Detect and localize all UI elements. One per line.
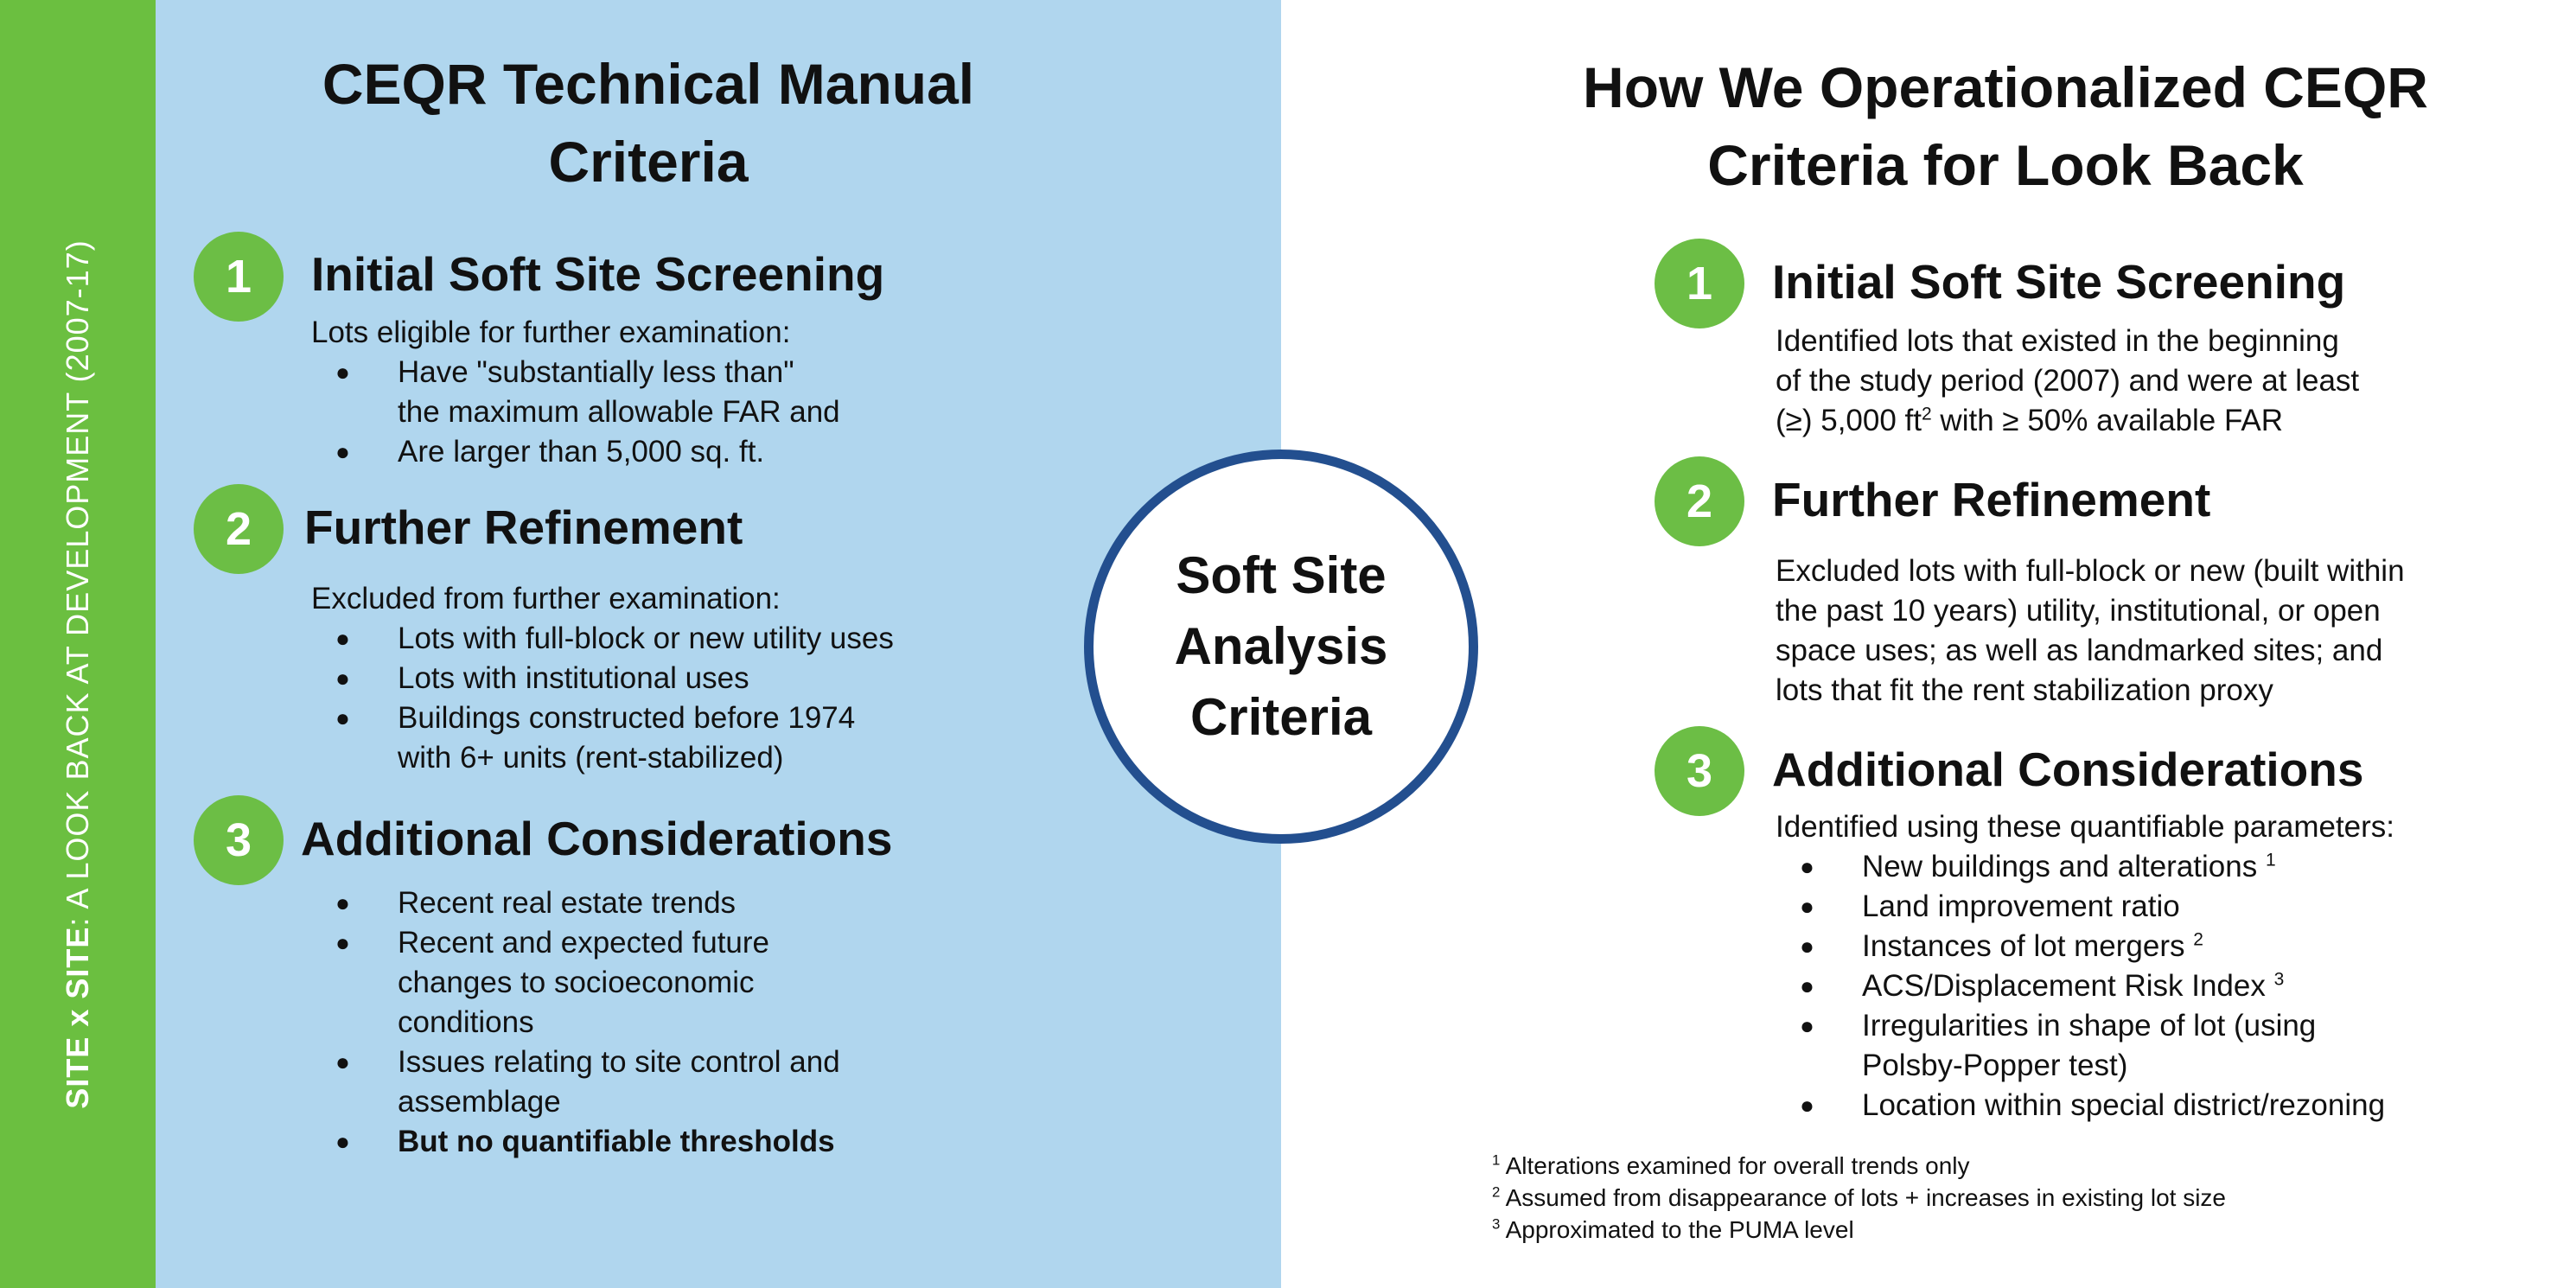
- right-title-line-1: How We Operationalized CEQR: [1583, 55, 2428, 119]
- right-step-1-line-2: of the study period (2007) and were at l…: [1776, 364, 2360, 398]
- right-step-3-heading: Additional Considerations: [1772, 743, 2364, 796]
- list-item-line: Have "substantially less than": [398, 355, 794, 389]
- left-step-1-list: Have "substantially less than" the maxim…: [311, 353, 840, 472]
- right-step-1-line-3: (≥) 5,000 ft2 with ≥ 50% available FAR: [1776, 404, 2284, 437]
- center-line-1: Soft Site: [1176, 546, 1387, 604]
- list-item: Land improvement ratio: [1776, 887, 2394, 927]
- list-item-line: Recent real estate trends: [398, 886, 736, 920]
- list-item-line: conditions: [398, 1005, 534, 1039]
- sidebar-label-rest: : A LOOK BACK AT DEVELOPMENT (2007-17): [60, 239, 95, 927]
- list-item-line: Are larger than 5,000 sq. ft.: [398, 435, 765, 469]
- right-step-1-line-1: Identified lots that existed in the begi…: [1776, 324, 2339, 358]
- list-item: But no quantifiable thresholds: [311, 1122, 840, 1162]
- list-item: Instances of lot mergers 2: [1776, 927, 2394, 966]
- left-step-2-heading: Further Refinement: [304, 501, 743, 554]
- left-step-2-list: Lots with full-block or new utility uses…: [311, 619, 894, 778]
- left-title-line-2: Criteria: [548, 130, 749, 194]
- list-item: Have "substantially less than" the maxim…: [311, 353, 840, 432]
- right-step-2-number: 2: [1655, 456, 1744, 546]
- right-step-3-intro: Identified using these quantifiable para…: [1776, 810, 2395, 844]
- left-step-1-number: 1: [194, 232, 284, 322]
- footnote: 1 Alterations examined for overall trend…: [1492, 1151, 1970, 1179]
- footnote: 3 Approximated to the PUMA level: [1492, 1215, 1854, 1243]
- right-step-2-line-4: lots that fit the rent stabilization pro…: [1776, 673, 2273, 707]
- list-item-line: Polsby-Popper test): [1862, 1049, 2128, 1082]
- list-item-line: Issues relating to site control and: [398, 1045, 840, 1079]
- left-step-2-number: 2: [194, 484, 284, 574]
- left-step-3-list: Recent real estate trends Recent and exp…: [311, 883, 840, 1162]
- list-item-line: ACS/Displacement Risk Index 3: [1862, 969, 2285, 1003]
- footnotes: 1 Alterations examined for overall trend…: [1492, 1150, 2226, 1246]
- left-step-1-heading: Initial Soft Site Screening: [311, 247, 885, 301]
- center-line-2: Analysis: [1174, 617, 1388, 675]
- list-item-line: with 6+ units (rent-stabilized): [398, 741, 784, 775]
- list-item: New buildings and alterations 1: [1776, 847, 2394, 887]
- list-item: Location within special district/rezonin…: [1776, 1086, 2394, 1125]
- sidebar-strip: SITE x SITE: A LOOK BACK AT DEVELOPMENT …: [0, 0, 156, 1288]
- right-step-3-list: New buildings and alterations 1 Land imp…: [1776, 847, 2394, 1125]
- list-item-line: the maximum allowable FAR and: [398, 395, 840, 429]
- right-step-1-number: 1: [1655, 239, 1744, 328]
- list-item-line: Lots with institutional uses: [398, 661, 749, 695]
- list-item: Issues relating to site control and asse…: [311, 1043, 840, 1122]
- right-step-2-heading: Further Refinement: [1772, 473, 2211, 526]
- right-step-2-line-1: Excluded lots with full-block or new (bu…: [1776, 554, 2405, 588]
- list-item: Recent and expected future changes to so…: [311, 923, 840, 1043]
- left-title-line-1: CEQR Technical Manual: [322, 52, 975, 116]
- list-item: Lots with institutional uses: [311, 659, 894, 698]
- left-step-2-body: Excluded from further examination: Lots …: [311, 579, 894, 778]
- list-item-line: Instances of lot mergers 2: [1862, 929, 2203, 963]
- list-item-line: assemblage: [398, 1085, 561, 1119]
- right-title: How We Operationalized CEQR Criteria for…: [1539, 48, 2472, 204]
- list-item: ACS/Displacement Risk Index 3: [1776, 966, 2394, 1006]
- footnote: 2 Assumed from disappearance of lots + i…: [1492, 1183, 2226, 1211]
- list-item-line: Location within special district/rezonin…: [1862, 1088, 2386, 1122]
- left-title: CEQR Technical Manual Criteria: [225, 45, 1072, 201]
- list-item-line: New buildings and alterations 1: [1862, 850, 2276, 883]
- right-title-line-2: Criteria for Look Back: [1707, 133, 2304, 197]
- list-item: Buildings constructed before 1974 with 6…: [311, 698, 894, 778]
- list-item: Lots with full-block or new utility uses: [311, 619, 894, 659]
- left-step-1-intro: Lots eligible for further examination:: [311, 316, 791, 349]
- sidebar-label-bold: SITE x SITE: [60, 926, 95, 1109]
- right-step-2-line-3: space uses; as well as landmarked sites;…: [1776, 634, 2383, 667]
- list-item-line: Irregularities in shape of lot (using: [1862, 1009, 2317, 1043]
- list-item: Are larger than 5,000 sq. ft.: [311, 432, 840, 472]
- right-step-2-body: Excluded lots with full-block or new (bu…: [1776, 552, 2405, 711]
- center-circle: Soft Site Analysis Criteria: [1084, 450, 1478, 844]
- center-line-3: Criteria: [1189, 688, 1373, 746]
- list-item-line: Recent and expected future: [398, 926, 770, 960]
- list-item-line: Lots with full-block or new utility uses: [398, 622, 894, 655]
- right-step-2-line-2: the past 10 years) utility, institutiona…: [1776, 594, 2381, 628]
- list-item: Recent real estate trends: [311, 883, 840, 923]
- left-step-2-intro: Excluded from further examination:: [311, 582, 781, 615]
- right-step-1-body: Identified lots that existed in the begi…: [1776, 322, 2359, 441]
- left-step-3-heading: Additional Considerations: [301, 812, 893, 865]
- sidebar-label: SITE x SITE: A LOOK BACK AT DEVELOPMENT …: [60, 239, 96, 1108]
- list-item-line: Buildings constructed before 1974: [398, 701, 856, 735]
- right-step-3-body: Identified using these quantifiable para…: [1776, 807, 2394, 1125]
- right-step-1-heading: Initial Soft Site Screening: [1772, 255, 2346, 309]
- left-step-3-body: Recent real estate trends Recent and exp…: [311, 883, 840, 1162]
- list-item-line: Land improvement ratio: [1862, 889, 2180, 923]
- list-item-line: But no quantifiable thresholds: [398, 1125, 835, 1158]
- left-step-3-number: 3: [194, 795, 284, 885]
- list-item: Irregularities in shape of lot (using Po…: [1776, 1006, 2394, 1086]
- right-step-3-number: 3: [1655, 726, 1744, 816]
- left-step-1-body: Lots eligible for further examination: H…: [311, 313, 840, 472]
- list-item-line: changes to socioeconomic: [398, 966, 755, 999]
